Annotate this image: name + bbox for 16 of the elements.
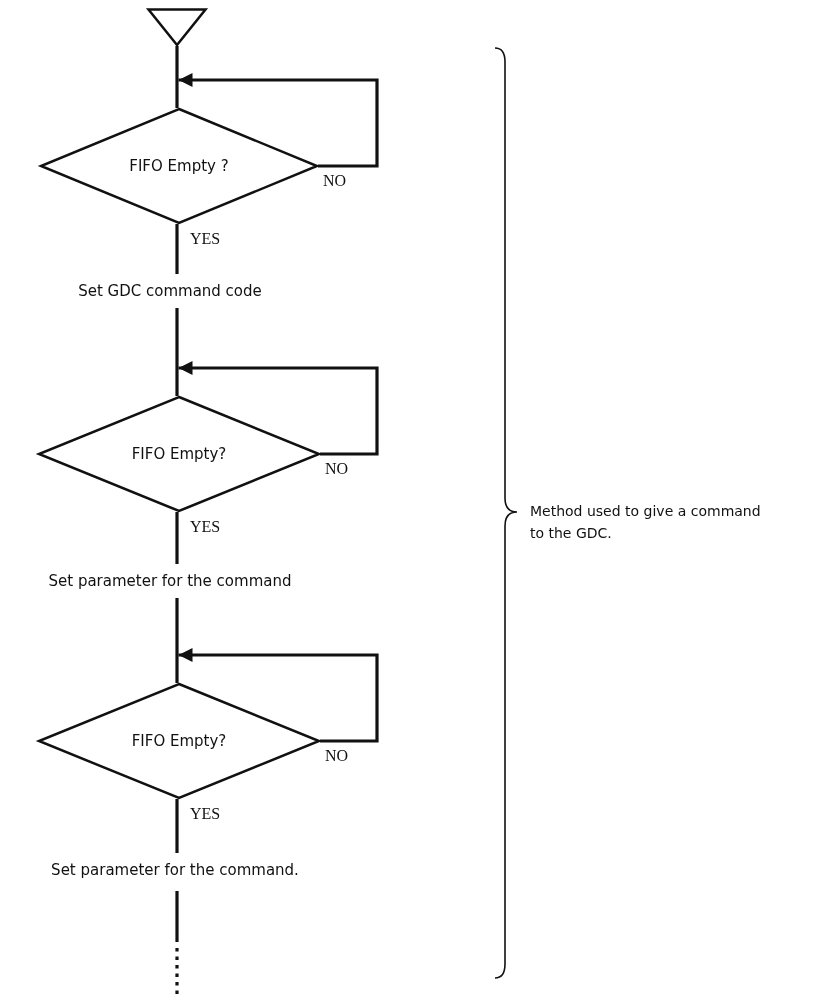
step-label: Set parameter for the command. — [20, 859, 330, 881]
annotation-text: Method used to give a command to the GDC. — [530, 502, 762, 543]
loop-arrow — [178, 648, 379, 743]
decision-text: FIFO Empty? — [131, 732, 227, 750]
flow-line — [175, 512, 179, 564]
flow-line — [175, 799, 179, 853]
decision-text: FIFO Empty? — [131, 445, 227, 463]
flow-line — [175, 308, 179, 396]
flow-line — [175, 224, 179, 274]
loop-arrow — [178, 361, 379, 456]
flow-line — [175, 598, 179, 683]
step-label: Set parameter for the command — [20, 570, 320, 592]
flow-line — [175, 46, 179, 108]
decision-text: FIFO Empty ? — [129, 157, 229, 175]
loop-arrow — [178, 73, 379, 168]
step-label: Set GDC command code — [40, 280, 300, 302]
